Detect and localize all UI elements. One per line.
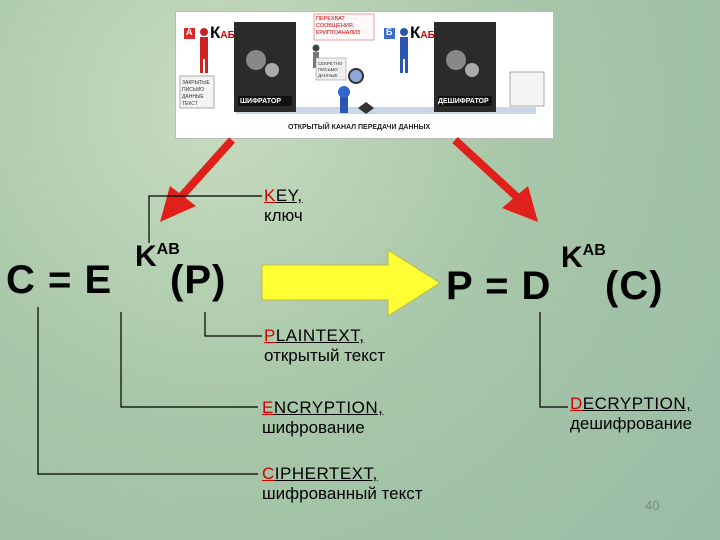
decryption-term: DECRYPTION, дешифрование <box>570 394 693 433</box>
decrypted-document-icon <box>509 71 545 107</box>
sender-badge-bg <box>184 28 195 39</box>
receiver-key-label: КАБ <box>410 23 435 42</box>
ciphertext-term: CIPHERTEXT, шифрованный текст <box>262 464 423 503</box>
encryptor-label: ШИФРАТОР <box>240 98 282 105</box>
decryption-formula-lhs: P = D <box>446 264 552 308</box>
ciphertext-document-icon <box>315 57 347 81</box>
encryption-term: ENCRYPTION, шифрование <box>262 398 384 437</box>
receiver-badge: Б <box>386 27 393 37</box>
hacker-icon <box>358 102 374 114</box>
key-connector <box>148 195 262 243</box>
decryption-formula-arg: (C) <box>605 264 664 308</box>
decryption-connector <box>539 312 568 408</box>
plaintext-document-icon <box>179 75 215 109</box>
plaintext-connector <box>204 312 262 337</box>
decryptor-label: ДЕШИФРАТОР <box>438 98 489 105</box>
cipher-illustration-graphics <box>179 13 545 114</box>
plaintext-doc-label: ЗАКРЫТЫЕ ПИСЬМО ДАННЫЕ ТЕКСТ <box>182 80 210 107</box>
magnifier-icon <box>348 68 364 84</box>
receiver-person-icon <box>400 28 408 36</box>
channel-label: ОТКРЫТЫЙ КАНАЛ ПЕРЕДАЧИ ДАННЫХ <box>288 124 431 131</box>
encryption-formula-lhs: C = E <box>6 258 113 302</box>
ciphertext-doc-label: СЕКРЕТНО ПИСЬМО ДАННЫЕ <box>318 61 343 78</box>
ciphertext-connector <box>37 307 258 475</box>
receiver-badge-bg <box>384 28 395 39</box>
red-arrow-left <box>177 137 235 201</box>
sender-person-icon <box>200 28 208 36</box>
sender-key-label: КАБ <box>210 23 235 42</box>
encryption-formula-arg: (P) <box>170 258 227 302</box>
encryption-formula-key: KAB <box>135 240 180 273</box>
yellow-arrow <box>261 249 441 317</box>
intercept-label: ПЕРЕХВАТ СООБЩЕНИЯ, КРИПТОАНАЛИЗ <box>316 16 361 36</box>
decryption-formula-key: KAB <box>561 241 606 274</box>
red-arrow-right <box>452 137 521 201</box>
cipher-illustration: А КАБ Б КАБ ПЕРЕХВАТ СООБЩЕНИЯ, КРИПТОАН… <box>175 11 554 139</box>
page-number: 40 <box>645 498 660 513</box>
encryption-connector <box>120 312 258 408</box>
sender-badge: А <box>186 27 193 37</box>
attacker-icon <box>338 86 350 98</box>
plaintext-term: PLAINTEXT, открытый текст <box>264 326 386 365</box>
key-term: KEY, ключ <box>264 186 303 225</box>
